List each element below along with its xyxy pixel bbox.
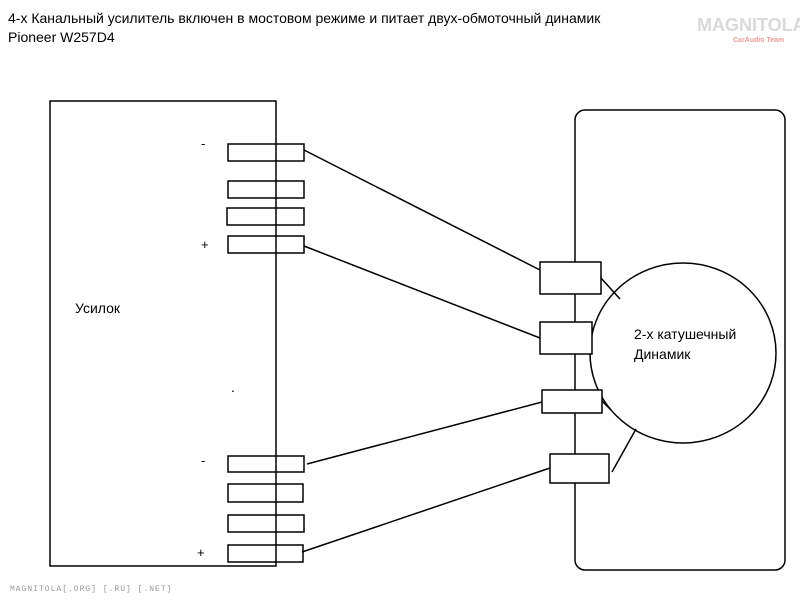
amp-terminal-7 [227, 514, 305, 533]
sign-top-minus: - [201, 136, 205, 151]
speaker-label-line-1: 2-х катушечный [634, 326, 736, 342]
speaker-terminal-1 [539, 261, 602, 295]
speaker-terminal-4 [549, 453, 610, 484]
amp-terminal-5 [227, 455, 305, 473]
amp-terminal-2 [227, 180, 305, 199]
wire-1 [303, 149, 541, 271]
amp-terminal-4 [227, 235, 305, 254]
wire-2 [303, 245, 541, 339]
amp-terminal-6 [227, 483, 304, 503]
logo-subtext: CarAudio Team [733, 37, 785, 44]
sign-bottom-minus: - [201, 453, 205, 468]
sign-bottom-plus: + [197, 545, 205, 560]
title-line-2: Pioneer W257D4 [8, 29, 115, 45]
wire-3 [306, 401, 543, 465]
footer-watermark: MAGNITOLA[.ORG] [.RU] [.NET] [10, 585, 173, 594]
speaker-terminal-2 [539, 321, 593, 355]
coil-lead-3 [601, 400, 612, 411]
speaker-terminal-3 [541, 389, 603, 414]
logo-text: MAGNITOLA [697, 15, 800, 35]
amplifier-dot: . [231, 379, 235, 395]
diagram-title: 4-х Канальный усилитель включен в мостов… [8, 9, 600, 47]
title-line-1: 4-х Канальный усилитель включен в мостов… [8, 10, 601, 26]
coil-lead-1 [600, 277, 621, 300]
amp-terminal-1 [227, 143, 305, 162]
amplifier-label: Усилок [75, 300, 121, 316]
amplifier-box [49, 100, 277, 567]
speaker-label-line-2: Динамик [634, 346, 691, 362]
coil-lead-4 [611, 428, 637, 473]
wire-4 [301, 467, 551, 553]
magnitola-logo: MAGNITOLA CarAudio Team [697, 15, 800, 53]
sign-top-plus: + [201, 237, 209, 252]
amp-terminal-8 [227, 544, 304, 563]
amp-terminal-3 [226, 207, 305, 226]
